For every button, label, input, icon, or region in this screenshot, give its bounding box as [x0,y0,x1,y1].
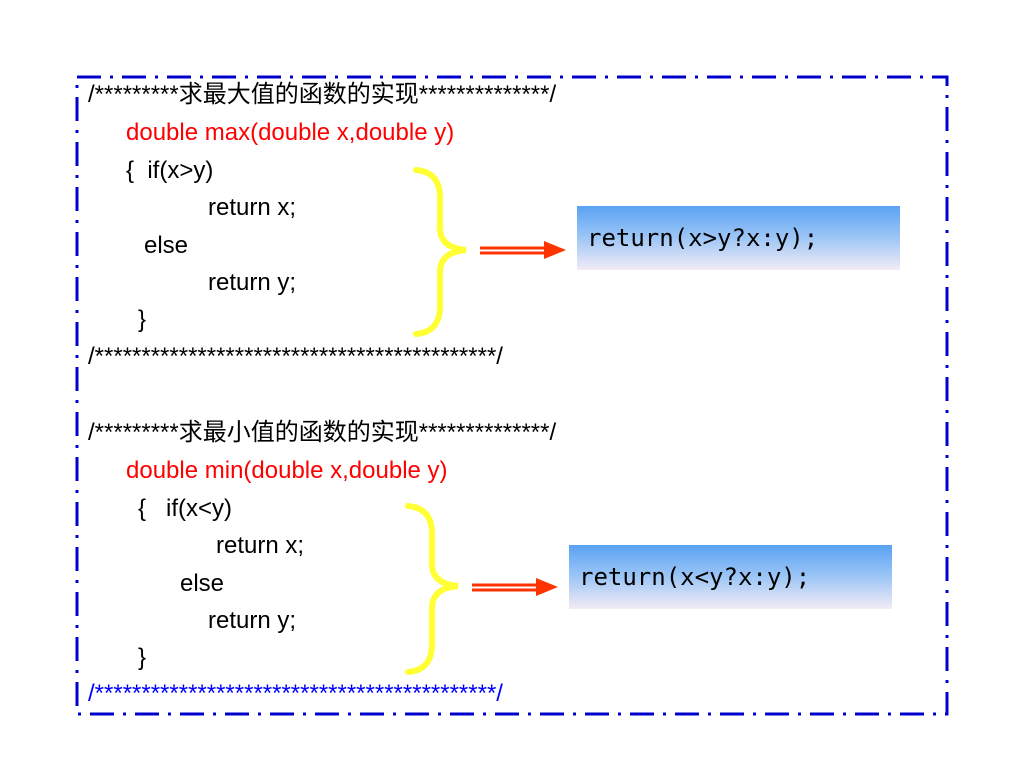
dash-dot-frame [75,75,949,716]
min-close-brace: } [138,644,147,671]
min-return-x: return x; [216,532,305,559]
min-function-signature: double min(double x,double y) [126,457,448,484]
min-if-statement: { if(x<y) [138,495,233,522]
min-footer-comment: /***************************************… [88,680,503,707]
arrow-min [472,578,558,596]
min-return-y: return y; [208,607,297,634]
max-return-y: return y; [208,269,297,296]
min-else: else [180,570,225,597]
min-header-comment: /*********求最小值的函数的实现**************/ [88,419,557,446]
max-footer-comment: /***************************************… [88,343,503,370]
max-ternary-box: return(x>y?x:y); [577,206,900,270]
max-else: else [144,232,189,259]
max-function-signature: double max(double x,double y) [126,119,455,146]
arrow-max [480,241,566,259]
max-close-brace: } [138,306,147,333]
max-return-x: return x; [208,194,297,221]
max-if-statement: { if(x>y) [126,157,214,184]
curly-brace-min [405,503,459,675]
max-header-comment: /*********求最大值的函数的实现**************/ [88,81,557,108]
min-ternary-box: return(x<y?x:y); [569,545,892,609]
curly-brace-max [413,167,467,337]
